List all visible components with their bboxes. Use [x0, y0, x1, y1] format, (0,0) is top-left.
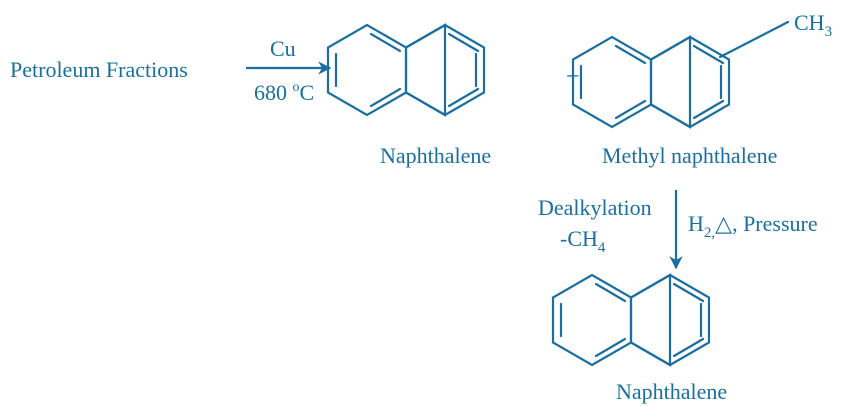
- condition-label: 680 oC: [254, 80, 314, 105]
- dealkylation-label: Dealkylation: [538, 195, 652, 220]
- methane-base: -CH: [560, 226, 598, 251]
- methane-sub: 4: [598, 240, 606, 256]
- temperature-unit: C: [300, 80, 315, 105]
- methane-loss-label: -CH4: [560, 226, 606, 256]
- hydrogen-sub: 2,: [704, 225, 715, 241]
- naphthalene-name: Naphthalene: [380, 143, 491, 168]
- delta-symbol: △: [715, 211, 732, 236]
- hydrogenation-conditions: H2,△, Pressure: [688, 211, 818, 241]
- naphthalene-structure: [326, 23, 486, 117]
- temperature-value: 680: [254, 80, 293, 105]
- final-naphthalene-structure: [551, 273, 711, 367]
- degree-mark: o: [293, 80, 300, 95]
- methyl-bond: [718, 20, 790, 59]
- methyl-naphthalene-structure: [571, 20, 790, 129]
- substituent-sub: 3: [825, 24, 833, 40]
- substituent-label: CH3: [794, 10, 832, 40]
- pressure-label: , Pressure: [732, 211, 818, 236]
- substituent-base: CH: [794, 10, 825, 35]
- reactant-label: Petroleum Fractions: [10, 57, 188, 82]
- final-naphthalene-name: Naphthalene: [616, 379, 727, 404]
- methyl-naphthalene-name: Methyl naphthalene: [602, 143, 777, 168]
- reagent-label: Cu: [270, 36, 296, 61]
- hydrogen-base: H: [688, 211, 704, 236]
